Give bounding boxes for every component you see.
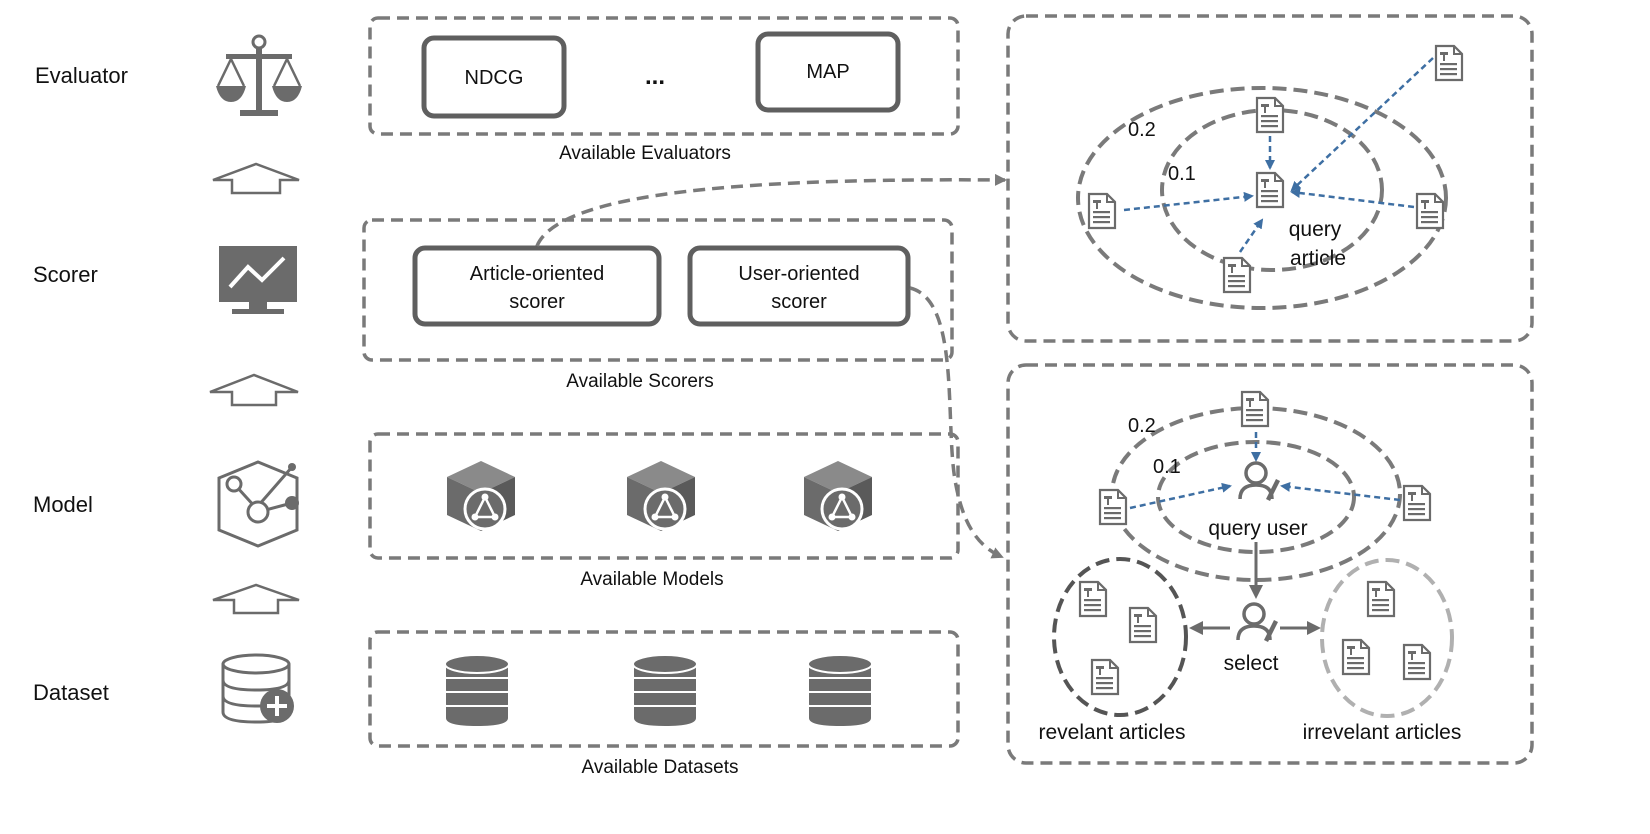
database-icon: [444, 654, 510, 729]
scales-icon: [216, 34, 302, 116]
user-scorer-connector: [909, 286, 1004, 559]
up-arrow-icon: [212, 162, 300, 195]
up-arrow-icon: [209, 373, 299, 407]
datasets-caption: Available Datasets: [581, 757, 738, 778]
article-scorer-label-line1: Article-oriented: [470, 263, 605, 285]
query-user-icon: [1238, 461, 1282, 503]
layer-label-dataset: Dataset: [33, 680, 109, 705]
evaluators-caption: Available Evaluators: [559, 143, 731, 164]
database-icon: [807, 654, 873, 729]
scorers-group: [362, 218, 954, 362]
article-doc-icon: [1415, 192, 1445, 230]
irrelevant-doc-icon: [1366, 580, 1396, 618]
article-edge: [1290, 188, 1415, 209]
datasets-row: [444, 654, 873, 729]
article-scorer-label-line2: scorer: [509, 291, 565, 313]
user-scorer-panel: [1006, 363, 1534, 765]
user-doc-icon: [1402, 484, 1432, 522]
cube-network-icon: [804, 461, 872, 531]
models-row: [447, 461, 872, 531]
evaluator-ellipsis: ...: [645, 63, 665, 90]
article-scorer-connector: [535, 173, 1007, 247]
select-label: select: [1224, 652, 1279, 675]
article-edge: [1123, 191, 1254, 212]
article-scorer-box[interactable]: [412, 245, 662, 327]
article-doc-icon: [1222, 256, 1252, 294]
article-outer-ring: [1076, 86, 1448, 310]
map-evaluator-box[interactable]: [755, 31, 901, 113]
map-label: MAP: [806, 61, 849, 83]
user-doc-icon: [1098, 488, 1128, 526]
relevant-doc-icon: [1090, 658, 1120, 696]
query-article-label-line2: article: [1290, 247, 1346, 270]
irrelevant-doc-icon: [1402, 643, 1432, 681]
layer-label-evaluator: Evaluator: [35, 63, 128, 88]
query-user-label: query user: [1208, 517, 1307, 540]
relevant-group: [1052, 557, 1188, 717]
ndcg-label: NDCG: [465, 67, 524, 89]
relevant-doc-icon: [1128, 606, 1158, 644]
database-add-icon: [221, 653, 294, 724]
database-icon: [632, 654, 698, 729]
article-doc-icon: [1255, 96, 1285, 134]
article-doc-icon: [1434, 44, 1464, 82]
article-outer-weight: 0.2: [1128, 119, 1156, 141]
irrelevant-articles-label: irrevelant articles: [1303, 721, 1462, 744]
irrelevant-doc-icon: [1341, 638, 1371, 676]
article-edge: [1290, 57, 1434, 192]
graph-model-icon: [217, 460, 299, 548]
user-inner-weight: 0.1: [1153, 456, 1181, 478]
relevant-doc-icon: [1078, 580, 1108, 618]
user-doc-icon: [1240, 390, 1270, 428]
scorers-caption: Available Scorers: [566, 371, 714, 392]
query-article-doc-icon: [1255, 171, 1285, 209]
evaluators-group: [368, 16, 960, 136]
query-article-label-line1: query: [1289, 218, 1342, 241]
article-edge: [1238, 218, 1264, 253]
select-user-icon: [1236, 602, 1280, 644]
datasets-group: [368, 630, 960, 748]
layer-label-scorer: Scorer: [33, 262, 98, 287]
user-scorer-label-line2: scorer: [771, 291, 827, 313]
monitor-chart-icon: [219, 246, 297, 314]
ndcg-evaluator-box[interactable]: [421, 35, 567, 119]
models-caption: Available Models: [580, 569, 723, 590]
user-edge: [1129, 482, 1232, 510]
user-outer-weight: 0.2: [1128, 415, 1156, 437]
irrelevant-group: [1320, 558, 1454, 718]
user-scorer-box[interactable]: [687, 245, 911, 327]
relevant-articles-label: revelant articles: [1038, 721, 1185, 744]
article-inner-weight: 0.1: [1168, 163, 1196, 185]
user-edge: [1280, 481, 1401, 502]
article-scorer-panel: [1006, 14, 1534, 343]
up-arrow-icon: [212, 583, 300, 615]
article-doc-icon: [1087, 192, 1117, 230]
cube-network-icon: [447, 461, 515, 531]
user-scorer-label-line1: User-oriented: [738, 263, 859, 285]
cube-network-icon: [627, 461, 695, 531]
models-group: [368, 432, 960, 560]
layer-label-model: Model: [33, 492, 93, 517]
